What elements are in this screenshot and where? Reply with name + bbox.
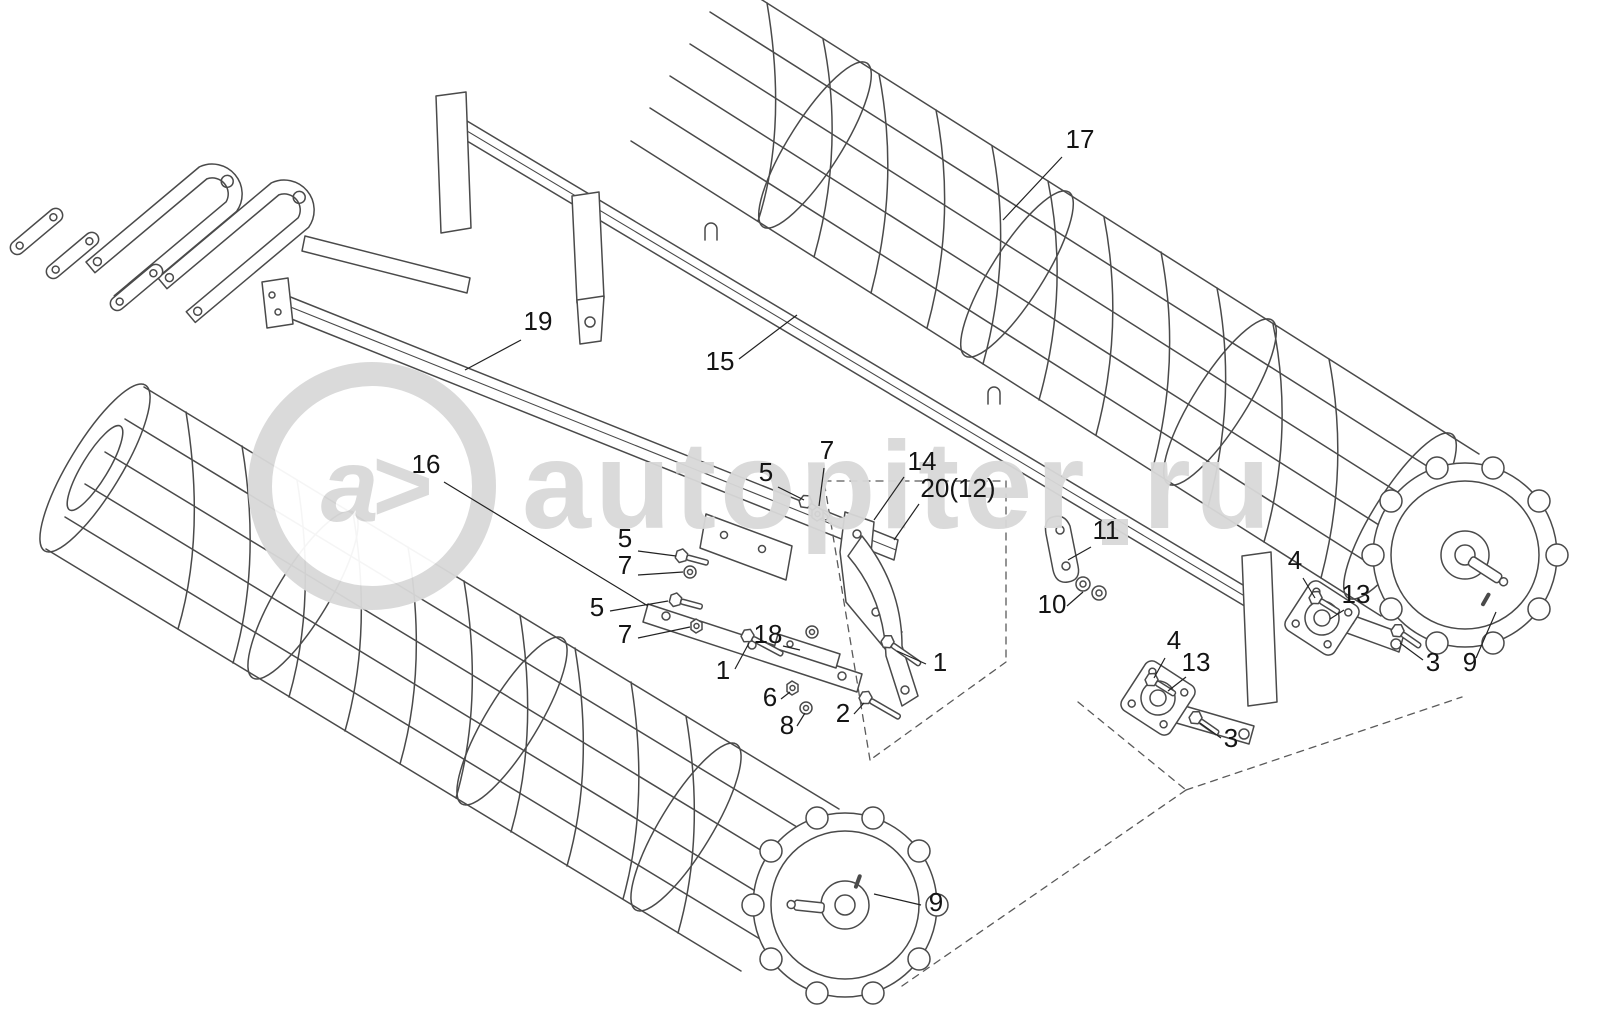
plate-18	[773, 633, 841, 669]
frame-post-middle	[571, 191, 605, 304]
roller-axle-top	[1467, 556, 1509, 587]
dashed-reference-lines	[823, 480, 1463, 987]
hardware-cluster-middle	[642, 492, 925, 725]
tube-end-flange	[261, 277, 294, 329]
scraper-bar	[642, 603, 863, 693]
frame-post-right	[1241, 551, 1278, 707]
watermark-logo-icon: a>	[248, 362, 496, 610]
watermark-logo-text: a>	[320, 427, 432, 544]
bearing-flange-top	[1281, 577, 1363, 659]
bearing-cluster-right	[1117, 577, 1425, 745]
beam-clip-left	[704, 222, 718, 241]
roller-axle-bottom	[786, 899, 825, 914]
frame-bracket-bar	[301, 235, 471, 294]
axle-key-top	[1481, 592, 1491, 607]
axle-key-bottom	[853, 874, 862, 889]
sprocket-disc-top	[1361, 456, 1569, 655]
sprocket-disc-bottom	[741, 806, 949, 1005]
frame-post-left	[435, 91, 472, 234]
pivot-parts	[1044, 515, 1107, 601]
backing-plate	[699, 513, 793, 581]
watermark-text: autopiter ru	[522, 415, 1274, 557]
cage-roller-top-right	[630, 0, 1569, 655]
beam-clip-right	[987, 386, 1001, 405]
watermark: a> autopiter ru	[248, 362, 1274, 610]
watermark-text-right: ru	[1142, 417, 1275, 555]
watermark-text-left: autopiter	[522, 417, 1089, 555]
watermark-dot	[1102, 519, 1129, 545]
